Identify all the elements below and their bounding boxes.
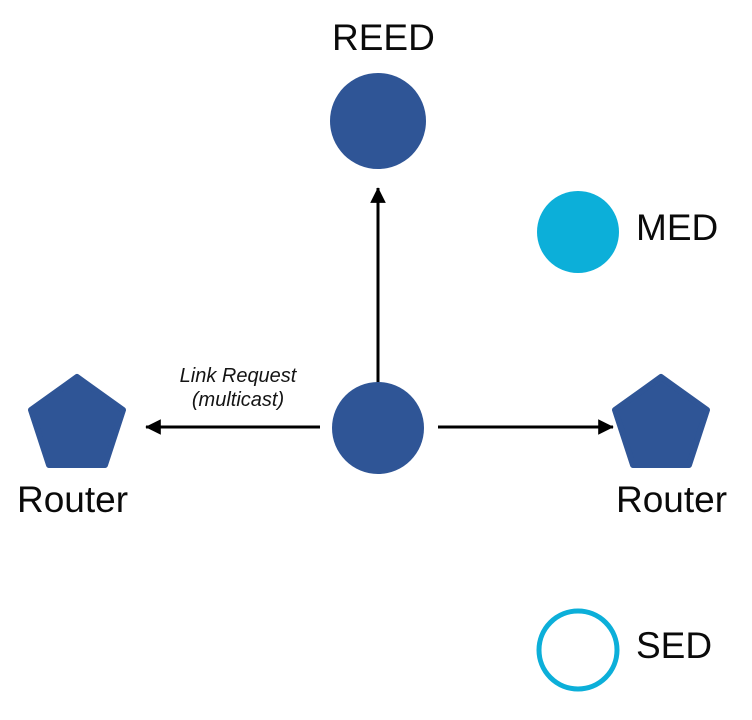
node-router-right[interactable] xyxy=(612,374,710,468)
node-center-router[interactable] xyxy=(332,382,424,474)
node-label-reed: REED xyxy=(332,17,435,58)
node-label-router-left: Router xyxy=(17,479,129,520)
node-router-left[interactable] xyxy=(28,374,126,468)
edge-label-line-2: (multicast) xyxy=(191,389,285,412)
node-reed[interactable] xyxy=(330,73,426,169)
node-sed[interactable] xyxy=(536,608,620,692)
node-med[interactable] xyxy=(537,191,619,273)
edge-label-line-1: Link Request xyxy=(179,365,297,387)
node-label-router-right: Router xyxy=(616,479,728,520)
node-label-sed: SED xyxy=(636,625,713,666)
node-label-med: MED xyxy=(636,207,719,248)
edge-label-link-request: Link Request (multicast) xyxy=(152,364,324,413)
